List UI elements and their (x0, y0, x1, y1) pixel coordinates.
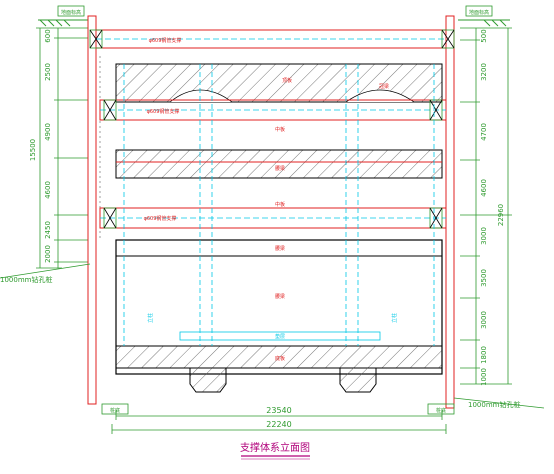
left-col-label: 立柱 (147, 313, 154, 323)
cyan-columns (123, 64, 435, 346)
left-dim-6: 2000 (44, 245, 52, 263)
crown-right-x (441, 29, 455, 49)
right-bottom-tag: 桩底 (436, 407, 446, 414)
left-pile (87, 15, 97, 405)
right-dim-6: 3500 (480, 269, 488, 287)
right-dim-8: 1800 (480, 346, 488, 364)
right-dim-3: 4700 (480, 123, 488, 141)
left-dim-2: 2500 (44, 63, 52, 81)
beam1-label: 冠梁 (379, 83, 389, 90)
left-bottom-tag-box (101, 403, 129, 415)
right-dim-1: 500 (480, 29, 488, 42)
strut2-label: φ609钢管支撑 (147, 108, 180, 115)
strut2-right-x (429, 99, 443, 121)
slab2-label: 中板 (275, 126, 285, 133)
bottom-dim-inner: 23540 (266, 406, 291, 415)
right-dim-5: 3000 (480, 227, 488, 245)
right-dim-total: 22960 (497, 204, 505, 226)
left-dim-1: 600 (44, 29, 52, 42)
right-pile-note: 1000mm钻孔桩 (468, 400, 520, 409)
strut1-label: φ609钢管支撑 (149, 37, 182, 44)
top-slab-haunch-right (345, 89, 415, 103)
left-dim-total: 15500 (29, 139, 37, 161)
bottom-dim-outer: 22240 (266, 420, 291, 429)
left-dim-5: 2450 (44, 221, 52, 239)
beam3-label: 腰梁 (275, 245, 285, 252)
bottom-dimension-lines (111, 410, 447, 434)
right-dim-7: 3000 (480, 311, 488, 329)
right-dim-2: 3200 (480, 63, 488, 81)
slab1-label: 顶板 (282, 77, 292, 84)
top-left-tag-box (57, 5, 85, 17)
top-left-tag: 地面标高 (61, 9, 81, 16)
bottom-slab (115, 345, 443, 369)
beam4-label: 腰梁 (275, 293, 285, 300)
top-right-tag: 地面标高 (469, 9, 489, 16)
right-bottom-tag-box (427, 403, 455, 415)
right-dim-4: 4600 (480, 179, 488, 197)
middle-slab-1 (115, 149, 443, 179)
top-right-tag-box (465, 5, 493, 17)
base-label: 垫层 (275, 333, 285, 340)
slab3-label: 中板 (275, 201, 285, 208)
right-pile (445, 15, 455, 409)
drawing-title: 支撑体系立面图 (240, 441, 310, 454)
strut3-right-x (429, 207, 443, 229)
ground-line-left (38, 19, 92, 27)
right-col-label: 立柱 (391, 313, 398, 323)
right-pile-leader (453, 397, 545, 409)
bottom-plate-label: 底板 (275, 355, 285, 362)
strut3-label: φ609钢管支撑 (144, 215, 177, 222)
crown-left-x (89, 29, 103, 49)
base-platform (179, 331, 381, 341)
bottom-pit-left (189, 368, 227, 393)
lower-box (115, 239, 443, 375)
bottom-pit-right (339, 368, 377, 393)
left-pile-leader (0, 263, 91, 279)
ground-line-right (458, 19, 510, 27)
left-dim-4: 4600 (44, 181, 52, 199)
left-pile-note: 1000mm钻孔桩 (0, 275, 52, 284)
left-dim-3: 4900 (44, 123, 52, 141)
top-slab-haunch-left (169, 89, 233, 103)
beam2-label: 腰梁 (275, 165, 285, 172)
left-bottom-tag: 桩底 (110, 407, 120, 414)
right-dim-9: 1000 (480, 368, 488, 386)
strut3-left-x (103, 207, 117, 229)
strut2-left-x (103, 99, 117, 121)
right-dimension-chain (460, 27, 512, 385)
